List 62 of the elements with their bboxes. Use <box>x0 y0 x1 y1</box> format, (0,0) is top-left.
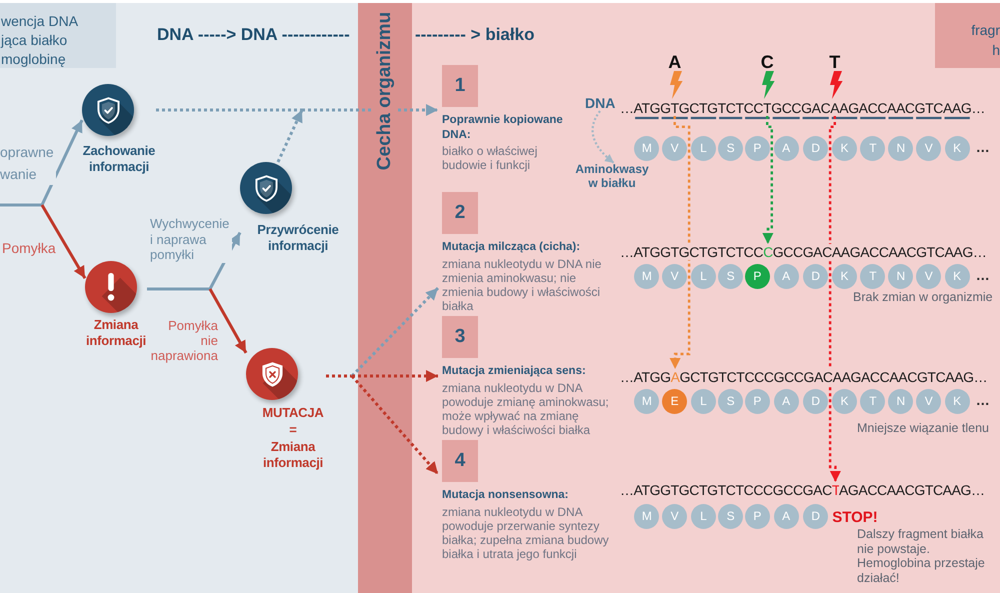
dna-sequence: GCCGAC <box>771 100 830 116</box>
dotted-line <box>326 374 352 378</box>
dna-sequence: GCCGACAAGACCAACGTCAAG… <box>772 244 986 260</box>
node-caption: = <box>288 422 298 438</box>
nucleotide-label: C <box>760 52 775 72</box>
dna-sequence: …ATGGTGCTGTCTCC <box>620 244 764 260</box>
node-caption: Przywrócenie informacji <box>256 222 340 254</box>
step-heading: Poprawnie kopiowane DNA: <box>442 113 564 142</box>
step-heading: Mutacja milcząca (cicha): <box>442 240 582 254</box>
line <box>0 204 42 206</box>
nucleotide: T <box>763 100 772 116</box>
dna-sequence: AGACCAACGTCAAG… <box>839 100 985 116</box>
edge-label: Pomyłka <box>2 240 56 257</box>
dotted-arrow <box>592 110 615 164</box>
step-description: zmiana nukleotydu w DNA powoduje przerwanie syntezy białka; zupełna zmiana budowy białka i utrata jego funkcji <box>442 504 610 560</box>
dna-sequence: …ATGG <box>620 100 671 116</box>
dotted-arrow <box>350 375 440 475</box>
ellipsis: … <box>976 267 990 283</box>
sequence-label: Aminokwasy w białku <box>572 163 652 190</box>
node-caption: Zmiana informacji <box>85 317 147 349</box>
mutated-nucleotide: C <box>763 244 773 260</box>
node-caption: Zmiana informacji <box>262 439 324 471</box>
nucleotide-label: A <box>667 52 682 72</box>
stop-label: STOP! <box>832 509 878 526</box>
step-number-tile: 1 <box>442 65 478 107</box>
edge-label: Wychwycenie i naprawa pomyłki <box>150 216 232 262</box>
node-caption: Zachowanie informacji <box>82 143 156 175</box>
dna-sequence: GCTGTCTCC <box>678 100 764 116</box>
dna-sequence: …ATGGTGCTGTCTCCCGCCGAC <box>620 482 832 498</box>
dotted-arrow <box>762 116 774 244</box>
dna-sequence: AGACCAACGTCAAG… <box>838 482 985 498</box>
step-number-tile: 2 <box>442 192 478 234</box>
step-description: zmiana nukleotydu w DNA powoduje zmianę aminokwasu; może wpływać na zmianę budowy i właściwości białka <box>442 380 610 436</box>
ellipsis: … <box>976 392 990 408</box>
step-heading: Mutacja nonsensowna: <box>442 488 570 502</box>
dotted-arrow <box>350 286 440 378</box>
nucleotide: A <box>830 100 840 116</box>
mutated-nucleotide: A <box>670 369 680 385</box>
note-box: fragr h <box>935 3 1000 68</box>
step-description: zmiana nukleotydu w DNA nie zmienia aminokwasu; nie zmienia budowy i właściwości białka <box>442 256 602 312</box>
effect-note: Mniejsze wiązanie tlenu <box>857 421 990 436</box>
step-number-tile: 4 <box>442 440 478 482</box>
flow-heading: DNA -----> DNA ------------ <box>157 25 350 45</box>
step-heading: Mutacja zmieniająca sens: <box>442 364 587 378</box>
ellipsis: … <box>976 139 990 155</box>
dotted-arrow <box>276 109 304 163</box>
dotted-arrow <box>828 116 841 482</box>
node-caption: MUTACJA <box>261 405 325 421</box>
arrow <box>40 119 84 206</box>
sequence-label: DNA <box>585 95 616 111</box>
dotted-arrow <box>670 116 690 369</box>
effect-note: Dalszy fragment białka nie powstaje. Hemoglobina przestaje działać! <box>857 527 986 585</box>
dotted-arrow <box>352 370 438 382</box>
note-box: wencja DNA jąca białko moglobinę <box>0 3 116 68</box>
effect-note: Brak zmian w organizmie <box>853 290 993 304</box>
flow-heading: --------- > białko <box>415 25 534 45</box>
arrow <box>40 204 86 280</box>
step-description: białko o właściwej budowie i funkcji <box>442 144 538 172</box>
step-number-tile: 3 <box>442 316 478 358</box>
nucleotide-label: T <box>828 52 842 72</box>
dna-sequence: …ATGG <box>620 369 671 385</box>
dna-sequence: GCTGTCTCCCGCCGACAAGACCAACGTCAAG… <box>680 369 988 385</box>
